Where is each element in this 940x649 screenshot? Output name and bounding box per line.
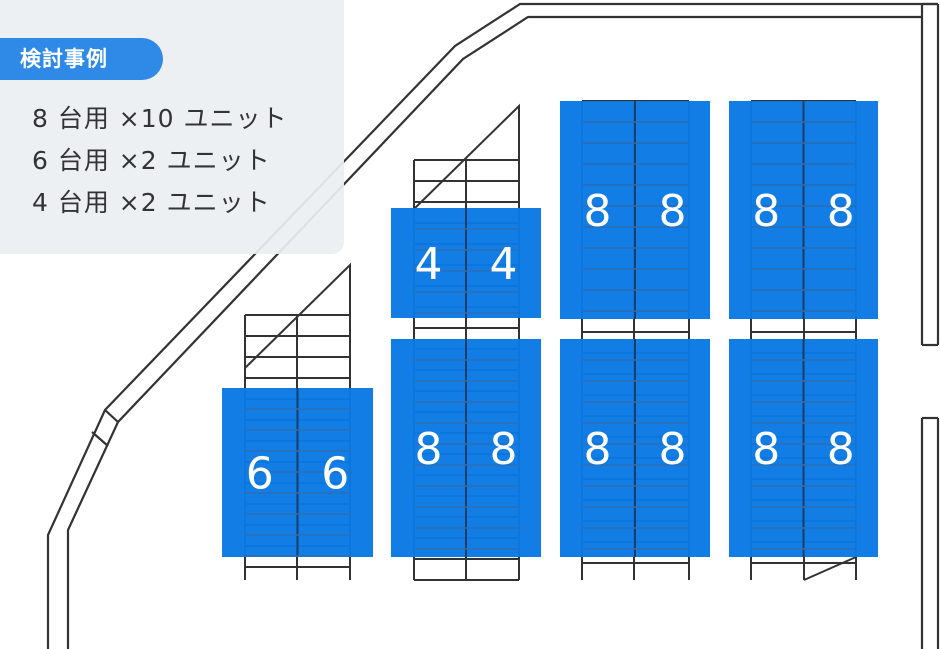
unit-capacity-label: 4: [490, 239, 518, 290]
legend-line-4: 4 台用 ×2 ユニット: [32, 188, 271, 217]
unit-capacity-label: 8: [659, 186, 687, 237]
unit-capacity-label: 8: [584, 186, 612, 237]
roof-ramp: [244, 262, 351, 369]
unit-capacity-label: 8: [490, 424, 518, 475]
legend-line-8: 8 台用 ×10 ユニット: [32, 104, 288, 133]
legend-title: 検討事例: [0, 38, 163, 80]
unit-capacity-label: 4: [415, 239, 443, 290]
unit-capacity-label: 8: [752, 186, 780, 237]
roof-ramp: [413, 103, 520, 210]
legend-line-6: 6 台用 ×2 ユニット: [32, 146, 271, 175]
unit-capacity-label: 8: [827, 424, 855, 475]
unit-capacity-label: 8: [415, 424, 443, 475]
legend-lines: 8 台用 ×10 ユニット 6 台用 ×2 ユニット 4 台用 ×2 ユニット: [32, 98, 288, 224]
unit-capacity-label: 8: [827, 186, 855, 237]
unit-capacity-label: 8: [659, 424, 687, 475]
corner-ramp: [803, 556, 857, 581]
legend-panel: 検討事例 8 台用 ×10 ユニット 6 台用 ×2 ユニット 4 台用 ×2 …: [0, 0, 344, 254]
unit-capacity-label: 6: [246, 449, 274, 500]
unit-capacity-label: 6: [321, 449, 349, 500]
unit-capacity-label: 8: [584, 424, 612, 475]
unit-capacity-label: 8: [752, 424, 780, 475]
